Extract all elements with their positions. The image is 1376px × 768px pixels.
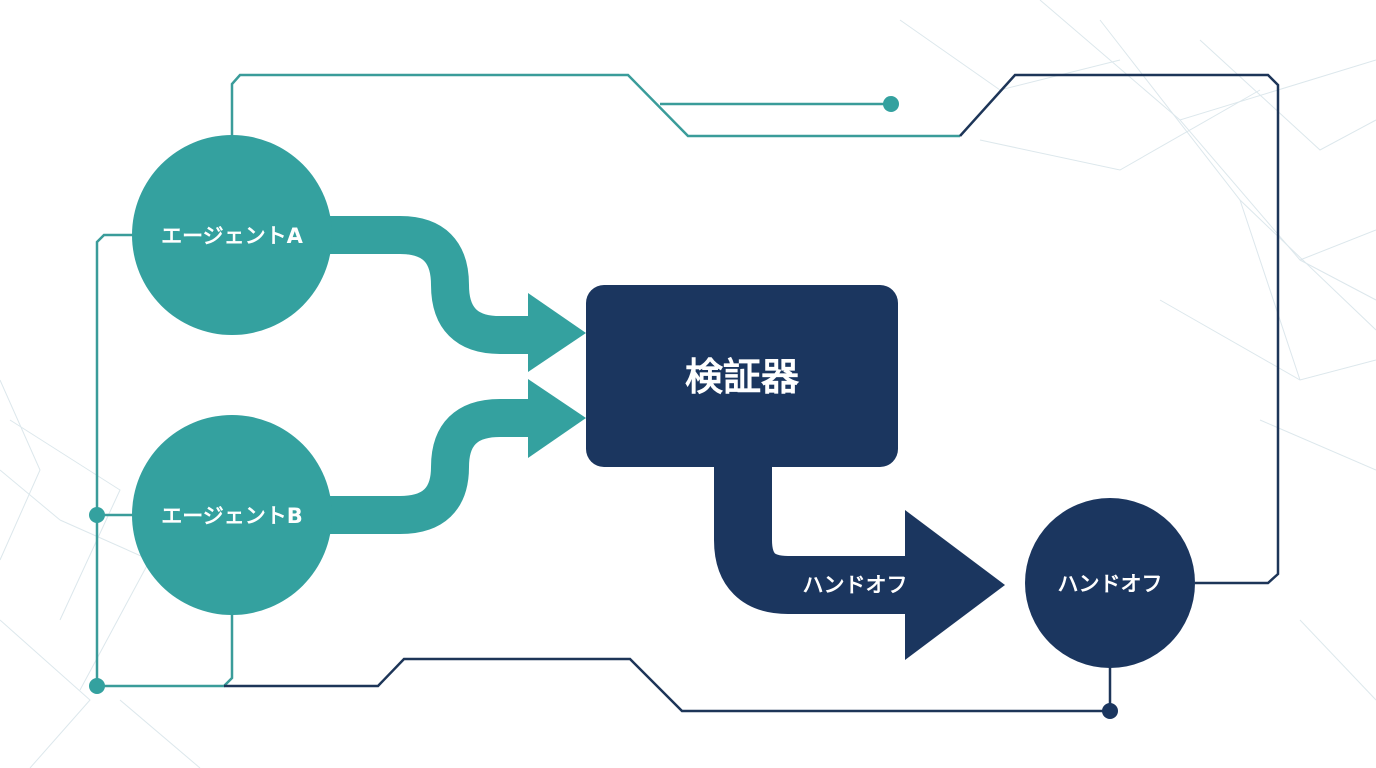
top-teal-line: [230, 73, 960, 138]
bottom-teal-line: [97, 612, 234, 688]
agent-a-circle: [132, 135, 332, 335]
handoff-label: ハンドオフ: [1058, 572, 1163, 596]
handoff-node: ハンドオフ: [1025, 498, 1195, 668]
teal-circuit: [95, 73, 960, 688]
verifier-label: 検証器: [685, 355, 800, 399]
arrowhead-a-to-verifier: [528, 293, 586, 372]
left-teal-bus: [95, 233, 140, 686]
top-navy-line: [959, 73, 1280, 585]
teal-junction-dot-top: [883, 96, 899, 112]
pipe-a-to-verifier: [322, 216, 540, 354]
pipe-verifier-to-handoff: [714, 450, 915, 614]
arrowhead-verifier-to-handoff: [905, 510, 1005, 660]
verifier-node: 検証器: [586, 285, 898, 467]
agent-b-node: エージェントB: [132, 415, 332, 615]
agent-a-label: エージェントA: [161, 224, 304, 248]
arrowhead-b-to-verifier: [528, 379, 586, 458]
teal-junction-dot-bottom: [89, 678, 105, 694]
verifier-box: [586, 285, 898, 467]
navy-junction-dot: [1102, 703, 1118, 719]
teal-junction-dot-mid: [89, 507, 105, 523]
agent-a-node: エージェントA: [132, 135, 332, 335]
pipe-b-to-verifier: [322, 399, 540, 534]
bottom-navy-line: [224, 657, 1110, 713]
handoff-circle: [1025, 498, 1195, 668]
handoff-edge-label: ハンドオフ: [803, 573, 908, 597]
agent-b-label: エージェントB: [161, 504, 303, 528]
agent-b-circle: [132, 415, 332, 615]
